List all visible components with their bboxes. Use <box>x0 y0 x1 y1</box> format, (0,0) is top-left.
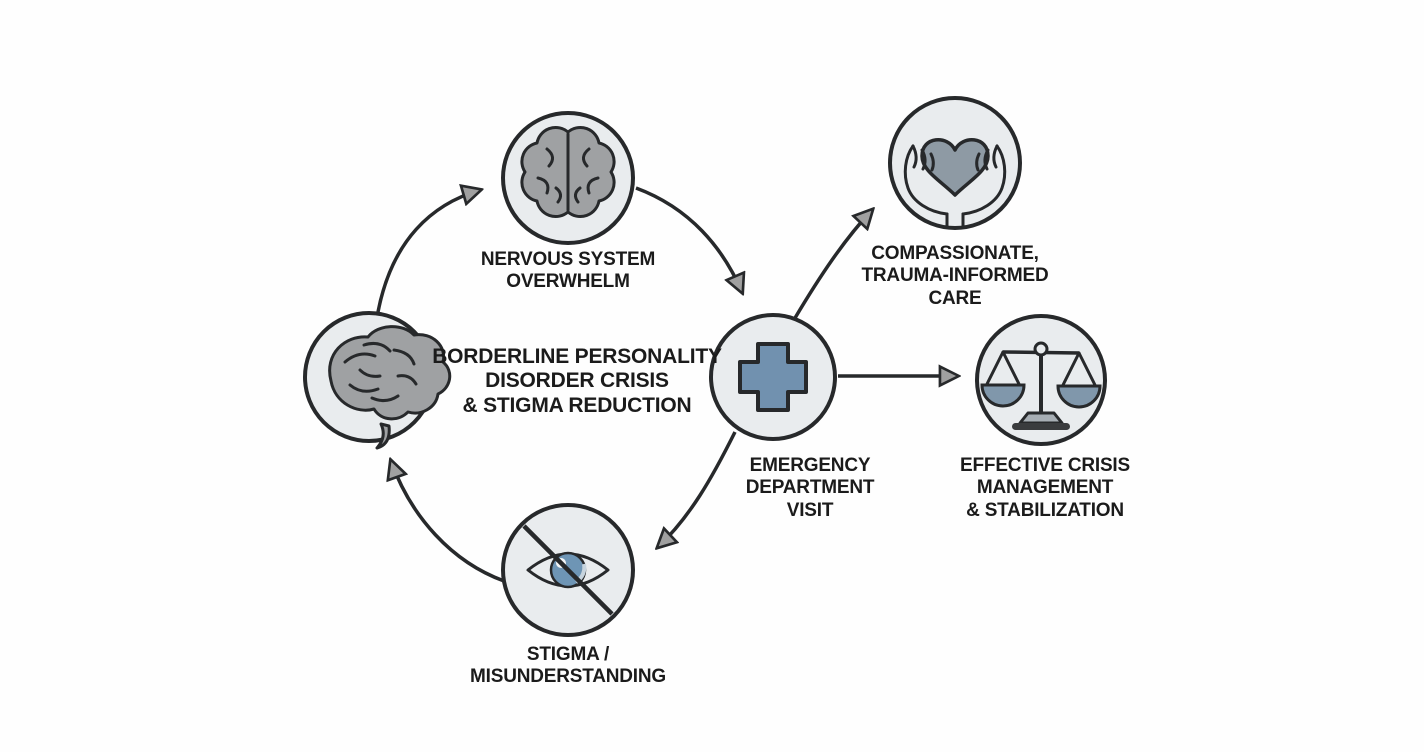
node-stigma <box>501 503 635 637</box>
node-compassionate <box>888 96 1022 230</box>
arrow-brain-to-nervous <box>376 190 480 313</box>
hands-heart-icon <box>903 138 1007 228</box>
arrow-emergency-to-compassionate <box>793 210 872 319</box>
node-emergency <box>709 313 837 441</box>
label-compassionate: COMPASSIONATE, TRAUMA-INFORMED CARE <box>861 243 1049 309</box>
arrow-stigma-to-brain <box>391 461 505 583</box>
node-brain <box>303 311 452 450</box>
brain-top-icon <box>520 125 616 219</box>
diagram-title: BORDERLINE PERSONALITY DISORDER CRISIS &… <box>432 345 722 417</box>
slash-line <box>522 524 614 616</box>
label-effective: EFFECTIVE CRISIS MANAGEMENT & STABILIZAT… <box>960 455 1130 521</box>
label-stigma: STIGMA / MISUNDERSTANDING <box>470 644 666 688</box>
scales-icon <box>980 341 1102 430</box>
label-emergency: EMERGENCY DEPARTMENT VISIT <box>745 455 875 521</box>
label-nervous-system: NERVOUS SYSTEM OVERWHELM <box>480 249 656 293</box>
cycle-arrows <box>376 186 957 583</box>
medical-cross-icon <box>738 342 808 412</box>
node-effective <box>975 314 1107 446</box>
brain-side-icon <box>328 325 452 450</box>
scales-base-bar <box>1012 423 1070 430</box>
eye-slash-icon <box>522 524 614 616</box>
node-nervous-system <box>501 111 635 245</box>
arrow-emergency-to-stigma <box>658 431 737 547</box>
arrow-nervous-to-emergency <box>635 186 742 292</box>
